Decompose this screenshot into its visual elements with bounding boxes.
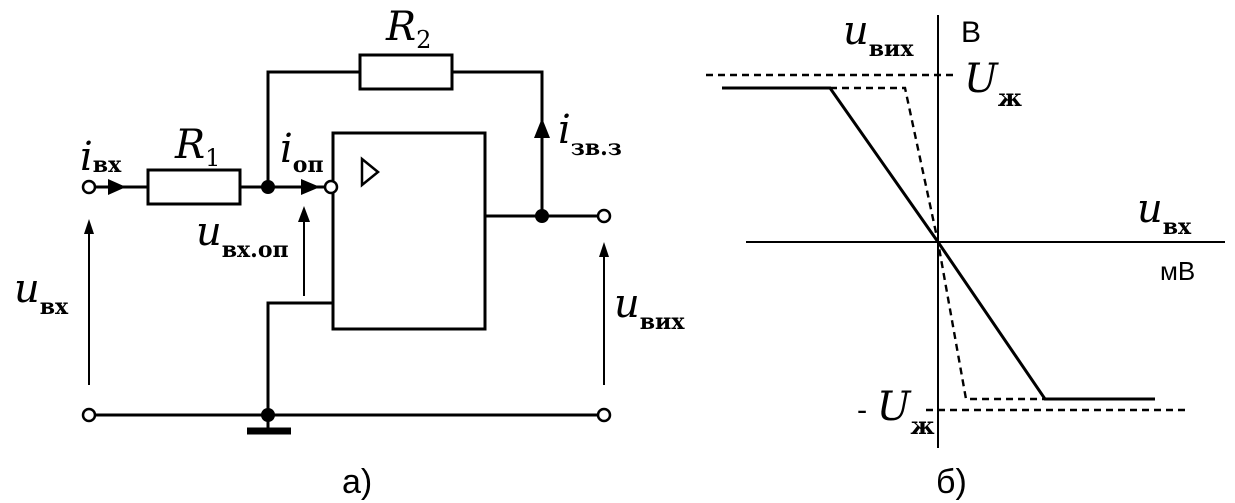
label-sat-neg: - Uж bbox=[857, 384, 935, 440]
opamp-body bbox=[331, 131, 487, 331]
terminal-output bbox=[596, 208, 612, 224]
arrow-u-in-op-head bbox=[298, 206, 310, 222]
arrow-i-in bbox=[108, 179, 126, 195]
resistor-r2 bbox=[358, 53, 454, 91]
triangle-icon bbox=[360, 156, 380, 188]
terminal-input-ground bbox=[81, 407, 97, 423]
caption-b: б) bbox=[936, 463, 967, 501]
resistor-r1 bbox=[146, 168, 242, 206]
label-y-unit: В bbox=[961, 16, 981, 49]
node-ground bbox=[261, 408, 275, 422]
label-u-in-op: uвх.оп bbox=[196, 209, 289, 263]
arrow-i-fb bbox=[534, 118, 550, 138]
wire-feedback-right bbox=[450, 70, 544, 218]
arrow-u-out-head bbox=[599, 242, 609, 257]
wire-feedback-left bbox=[266, 70, 362, 189]
label-u-in: uвх bbox=[14, 266, 69, 320]
label-r1: R1 bbox=[174, 122, 220, 172]
label-u-out: uвих bbox=[614, 281, 685, 335]
node-r1-r2 bbox=[261, 180, 275, 194]
label-i-fb: iзв.з bbox=[558, 107, 622, 161]
caption-a: а) bbox=[342, 463, 372, 501]
label-y-axis: uвих bbox=[843, 8, 914, 62]
label-i-op: iоп bbox=[280, 126, 324, 178]
circuit-diagram: R1 R2 iвх iоп iзв.з uвх.оп uвх uвих а) bbox=[14, 4, 685, 501]
label-sat-pos: Uж bbox=[964, 56, 1022, 112]
transfer-characteristic: uвих В Uж uвх мВ - Uж б) bbox=[706, 8, 1225, 501]
curve-dashed bbox=[830, 86, 1045, 401]
node-output bbox=[535, 209, 549, 223]
arrow-u-in-head bbox=[84, 219, 94, 234]
label-r2: R2 bbox=[385, 4, 431, 54]
terminal-inverting bbox=[323, 179, 339, 195]
label-i-in: iвх bbox=[80, 134, 122, 180]
terminal-input bbox=[81, 179, 97, 195]
label-x-unit: мВ bbox=[1160, 256, 1195, 286]
arrow-i-op bbox=[301, 179, 320, 195]
terminal-output-ground bbox=[596, 407, 612, 423]
wire-noninv-ground bbox=[266, 301, 335, 417]
label-x-axis: uвх bbox=[1137, 186, 1192, 240]
